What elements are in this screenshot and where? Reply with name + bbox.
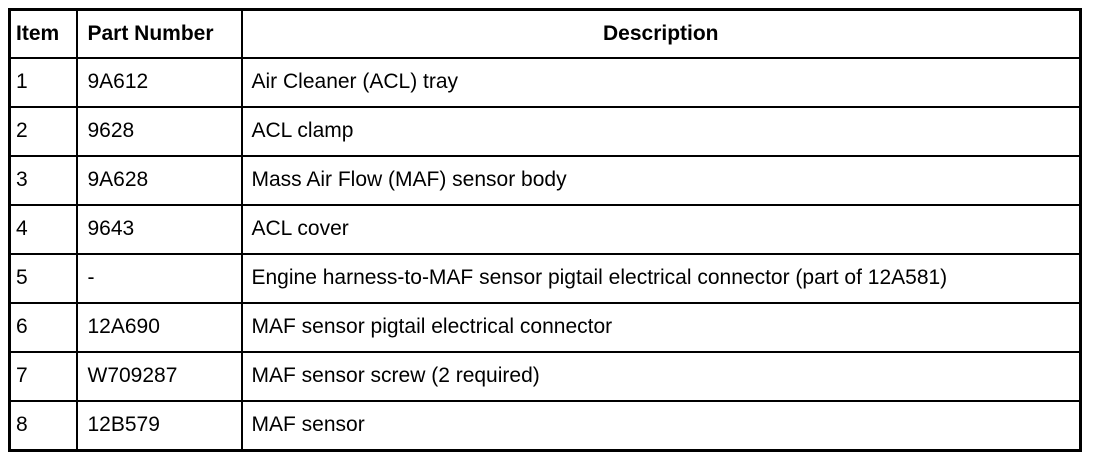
table-header: Item Part Number Description — [8, 8, 1082, 59]
cell-description: Mass Air Flow (MAF) sensor body — [240, 155, 1082, 206]
cell-item: 3 — [8, 155, 78, 206]
cell-description: Engine harness-to-MAF sensor pigtail ele… — [240, 253, 1082, 304]
cell-description: MAF sensor — [240, 400, 1082, 452]
cell-part-number: 12A690 — [75, 302, 243, 353]
parts-table-container: Item Part Number Description 1 9A612 Air… — [8, 8, 1082, 452]
cell-item: 5 — [8, 253, 78, 304]
cell-part-number: W709287 — [75, 351, 243, 402]
cell-part-number: 9643 — [75, 204, 243, 255]
cell-item: 4 — [8, 204, 78, 255]
column-header-item: Item — [8, 8, 78, 59]
table-row: 4 9643 ACL cover — [8, 204, 1082, 255]
table-header-row: Item Part Number Description — [8, 8, 1082, 59]
cell-description: Air Cleaner (ACL) tray — [240, 57, 1082, 108]
column-header-description: Description — [240, 8, 1082, 59]
parts-legend-table: Item Part Number Description 1 9A612 Air… — [8, 8, 1082, 452]
cell-item: 8 — [8, 400, 78, 452]
table-row: 6 12A690 MAF sensor pigtail electrical c… — [8, 302, 1082, 353]
table-row: 3 9A628 Mass Air Flow (MAF) sensor body — [8, 155, 1082, 206]
cell-item: 6 — [8, 302, 78, 353]
cell-part-number: 9A612 — [75, 57, 243, 108]
cell-part-number: 12B579 — [75, 400, 243, 452]
cell-description: ACL clamp — [240, 106, 1082, 157]
cell-description: MAF sensor pigtail electrical connector — [240, 302, 1082, 353]
cell-description: ACL cover — [240, 204, 1082, 255]
table-row: 5 - Engine harness-to-MAF sensor pigtail… — [8, 253, 1082, 304]
cell-part-number: 9A628 — [75, 155, 243, 206]
cell-part-number: - — [75, 253, 243, 304]
cell-item: 2 — [8, 106, 78, 157]
table-body: 1 9A612 Air Cleaner (ACL) tray 2 9628 AC… — [8, 57, 1082, 452]
table-row: 1 9A612 Air Cleaner (ACL) tray — [8, 57, 1082, 108]
table-row: 8 12B579 MAF sensor — [8, 400, 1082, 452]
table-row: 2 9628 ACL clamp — [8, 106, 1082, 157]
table-row: 7 W709287 MAF sensor screw (2 required) — [8, 351, 1082, 402]
column-header-part-number: Part Number — [75, 8, 243, 59]
cell-item: 1 — [8, 57, 78, 108]
cell-item: 7 — [8, 351, 78, 402]
cell-description: MAF sensor screw (2 required) — [240, 351, 1082, 402]
cell-part-number: 9628 — [75, 106, 243, 157]
